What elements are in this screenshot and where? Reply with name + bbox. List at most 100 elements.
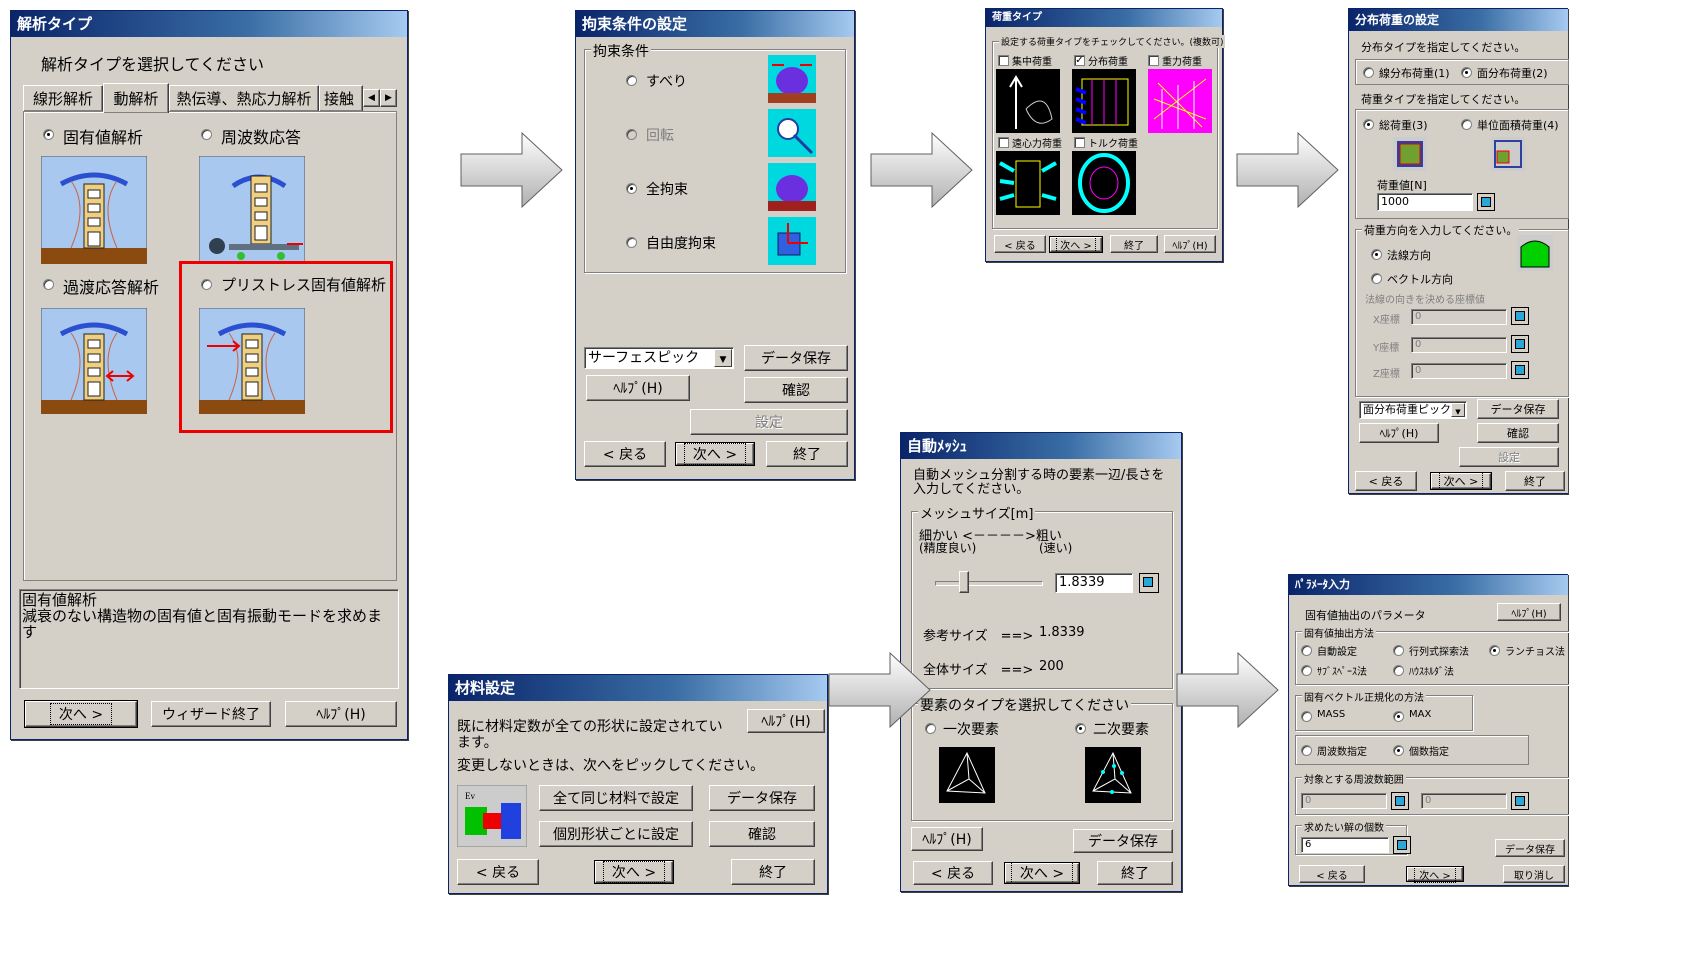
dist-load-check[interactable]: ✓ — [1074, 55, 1085, 66]
help-button[interactable]: ﾍﾙﾌﾟ(H) — [586, 375, 690, 401]
tab-linear[interactable]: 線形解析 — [23, 85, 103, 111]
point-load-check[interactable] — [998, 55, 1009, 66]
gravity-load-check[interactable] — [1148, 55, 1159, 66]
dof-label[interactable]: 自由度拘束 — [646, 236, 716, 252]
per-shape-button[interactable]: 個別形状ごとに設定 — [539, 821, 693, 847]
max-radio[interactable] — [1393, 711, 1404, 722]
line-dist-label[interactable]: 線分布荷重(1) — [1379, 67, 1450, 80]
mesh-size-pick-icon[interactable] — [1139, 573, 1159, 593]
option-freq-radio[interactable] — [201, 129, 212, 140]
vector-dir-radio[interactable] — [1371, 273, 1382, 284]
help-button[interactable]: ﾍﾙﾌﾟ(H) — [1359, 423, 1439, 443]
total-load-radio[interactable] — [1363, 119, 1374, 130]
mesh-size-input[interactable]: 1.8339 — [1055, 573, 1133, 593]
slide-label[interactable]: すべり — [646, 74, 688, 90]
freq-spec-label[interactable]: 周波数指定 — [1317, 747, 1367, 758]
tab-contact[interactable]: 接触 — [319, 85, 363, 111]
back-button[interactable]: < 戻る — [584, 441, 666, 467]
normal-dir-label[interactable]: 法線方向 — [1387, 249, 1431, 262]
back-button[interactable]: < 戻る — [1355, 471, 1417, 491]
centrifugal-load-label[interactable]: 遠心力荷重 — [1012, 139, 1062, 150]
save-data-button[interactable]: データ保存 — [1495, 839, 1565, 857]
linear-elem-radio[interactable] — [925, 723, 936, 734]
count-spec-radio[interactable] — [1393, 745, 1404, 756]
help-button[interactable]: ﾍﾙﾌﾟ(H) — [1497, 603, 1561, 621]
count-input[interactable]: 6 — [1301, 837, 1389, 853]
same-material-button[interactable]: 全て同じ材料で設定 — [539, 785, 693, 811]
exit-button[interactable]: 終了 — [1505, 471, 1565, 491]
mass-radio[interactable] — [1301, 711, 1312, 722]
linear-elem-label[interactable]: 一次要素 — [943, 722, 999, 738]
help-button[interactable]: ﾍﾙﾌﾟ(H) — [1164, 235, 1216, 253]
next-button[interactable]: 次へ > — [1049, 236, 1103, 253]
save-data-button[interactable]: データ保存 — [709, 785, 815, 811]
householder-label[interactable]: ﾊｳｽﾎﾙﾀﾞ法 — [1409, 667, 1454, 678]
unit-area-label[interactable]: 単位面積荷重(4) — [1477, 119, 1559, 132]
mesh-size-slider[interactable] — [935, 581, 1043, 586]
tab-scroll-right[interactable]: ▶ — [380, 89, 397, 107]
back-button[interactable]: < 戻る — [913, 861, 993, 885]
lanczos-radio[interactable] — [1489, 645, 1500, 656]
gravity-load-label[interactable]: 重力荷重 — [1162, 57, 1202, 68]
det-search-label[interactable]: 行列式探索法 — [1409, 647, 1469, 658]
load-value-input[interactable]: 1000 — [1377, 193, 1473, 211]
next-button[interactable]: 次へ > — [1430, 472, 1492, 490]
dist-load-label[interactable]: 分布荷重 — [1088, 57, 1128, 68]
dof-radio[interactable] — [626, 237, 637, 248]
pick-select[interactable]: サーフェスピック ▼ — [584, 347, 734, 369]
quadratic-elem-radio[interactable] — [1075, 723, 1086, 734]
count-spec-label[interactable]: 個数指定 — [1409, 747, 1449, 758]
freq-spec-radio[interactable] — [1301, 745, 1312, 756]
auto-radio[interactable] — [1301, 645, 1312, 656]
option-transient-label[interactable]: 過渡応答解析 — [63, 278, 160, 297]
back-button[interactable]: < 戻る — [457, 859, 539, 885]
option-transient-radio[interactable] — [43, 279, 54, 290]
next-button[interactable]: 次へ > — [675, 442, 755, 466]
option-prestress-radio[interactable] — [201, 279, 212, 290]
slide-radio[interactable] — [626, 75, 637, 86]
confirm-button[interactable]: 確認 — [709, 821, 815, 847]
option-freq-label[interactable]: 周波数応答 — [221, 128, 302, 147]
option-eigen-radio[interactable] — [43, 129, 54, 140]
mass-label[interactable]: MASS — [1317, 709, 1346, 720]
lanczos-label[interactable]: ランチョス法 — [1505, 647, 1565, 658]
det-search-radio[interactable] — [1393, 645, 1404, 656]
tab-scroll-left[interactable]: ◀ — [363, 89, 380, 107]
next-button[interactable]: 次へ > — [594, 860, 674, 884]
exit-button[interactable]: 終了 — [766, 441, 848, 467]
unit-area-radio[interactable] — [1461, 119, 1472, 130]
load-value-pick-icon[interactable] — [1477, 193, 1495, 211]
next-button[interactable]: 次へ > — [1406, 865, 1464, 883]
torque-load-label[interactable]: トルク荷重 — [1088, 139, 1138, 150]
save-data-button[interactable]: データ保存 — [1477, 399, 1559, 419]
count-pick-icon[interactable] — [1393, 836, 1411, 854]
finish-wizard-button[interactable]: ウィザード終了 — [151, 701, 271, 727]
centrifugal-load-check[interactable] — [998, 137, 1009, 148]
subspace-radio[interactable] — [1301, 665, 1312, 676]
cancel-button[interactable]: 取り消し — [1503, 865, 1565, 883]
total-load-label[interactable]: 総荷重(3) — [1379, 119, 1428, 132]
normal-dir-radio[interactable] — [1371, 249, 1382, 260]
vector-dir-label[interactable]: ベクトル方向 — [1387, 273, 1453, 286]
exit-button[interactable]: 終了 — [1097, 861, 1173, 885]
back-button[interactable]: < 戻る — [994, 235, 1046, 253]
surface-dist-radio[interactable] — [1461, 67, 1472, 78]
next-button[interactable]: 次へ > — [1004, 862, 1080, 884]
max-label[interactable]: MAX — [1409, 709, 1432, 720]
slider-thumb[interactable] — [959, 571, 969, 593]
line-dist-radio[interactable] — [1363, 67, 1374, 78]
confirm-button[interactable]: 確認 — [1477, 423, 1559, 443]
surface-dist-label[interactable]: 面分布荷重(2) — [1477, 67, 1548, 80]
tab-thermal[interactable]: 熱伝導、熱応力解析 — [169, 85, 319, 111]
point-load-label[interactable]: 集中荷重 — [1012, 57, 1052, 68]
subspace-label[interactable]: ｻﾌﾞｽﾍﾟｰｽ法 — [1317, 667, 1367, 678]
quadratic-elem-label[interactable]: 二次要素 — [1093, 722, 1149, 738]
back-button[interactable]: < 戻る — [1299, 865, 1365, 883]
help-button[interactable]: ﾍﾙﾌﾟ(H) — [285, 701, 397, 727]
save-data-button[interactable]: データ保存 — [744, 345, 848, 371]
confirm-button[interactable]: 確認 — [744, 377, 848, 403]
option-prestress-label[interactable]: プリストレス固有値解析 — [221, 276, 387, 294]
fix-all-label[interactable]: 全拘束 — [646, 182, 688, 198]
pick-select[interactable]: 面分布荷重ピック ▼ — [1359, 401, 1467, 419]
householder-radio[interactable] — [1393, 665, 1404, 676]
